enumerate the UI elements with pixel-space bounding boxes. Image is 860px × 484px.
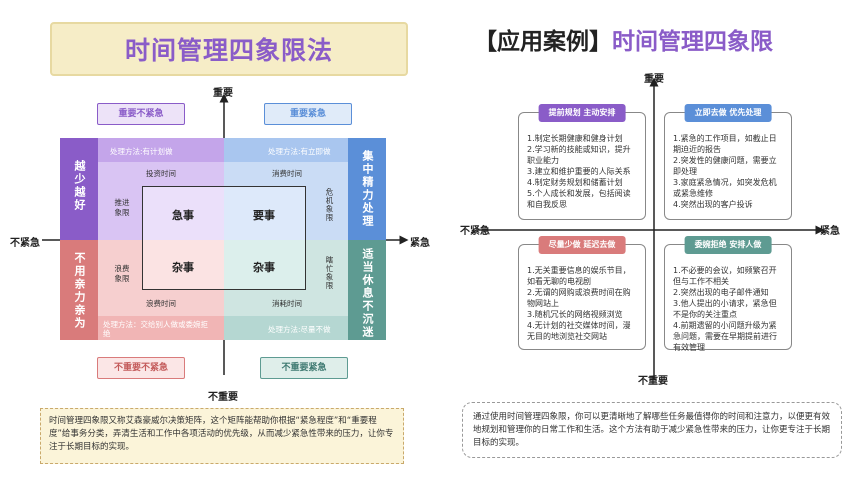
card-bl: 尽量少做 延迟去做 1.无关重要信息的娱乐节目，如看无聊的电视剧 2.无谓的网购… — [518, 236, 646, 350]
left-axis-right: 紧急 — [410, 238, 430, 249]
right-title: 【应用案例】时间管理四象限 — [474, 22, 854, 62]
method-bl: 处理方法：交给别人做或委婉拒绝 — [103, 320, 208, 338]
list-item: 2.学习新的技能或知识，提升职业能力 — [527, 145, 631, 165]
list-item: 3.随机冗长的网络视频浏览 — [527, 310, 623, 319]
side-text-tr: 集中精力处理 — [361, 150, 374, 228]
card-list-br: 1.不必要的会议，如频繁召开但与工作不相关 2.突然出现的电子邮件通知 3.他人… — [673, 265, 783, 353]
list-item: 5.个人成长和发展，包括阅读和自我反思 — [527, 189, 631, 209]
left-axis-bottom: 不重要 — [208, 392, 238, 403]
card-head-br: 委婉拒绝 安排人做 — [684, 236, 772, 254]
list-item: 4.制定财务规划和储蓄计划 — [527, 178, 623, 187]
list-item: 1.紧急的工作项目，如截止日期迫近的报告 — [673, 134, 777, 154]
ring-bottom-bl: 浪费时间 — [146, 299, 176, 308]
list-item: 1.不必要的会议，如频繁召开但与工作不相关 — [673, 266, 777, 286]
left-axis-top: 重要 — [213, 88, 233, 99]
core-tr — [224, 186, 306, 240]
right-axis-right: 紧急 — [820, 226, 840, 237]
ring-side-tl: 推进象限 — [114, 198, 130, 217]
left-axis-left: 不紧急 — [10, 238, 40, 249]
card-br: 委婉拒绝 安排人做 1.不必要的会议，如频繁召开但与工作不相关 2.突然出现的电… — [664, 236, 792, 353]
ring-bottom-br: 消耗时间 — [272, 299, 302, 308]
left-title: 时间管理四象限法 — [124, 36, 333, 65]
list-item: 4.前期遗留的小问题升级为紧急问题，需要在早期提前进行有效管理 — [673, 321, 777, 352]
list-item: 4.无计划的社交媒体时间，漫无目的地浏览社交网站 — [527, 321, 631, 341]
card-head-tr: 立即去做 优先处理 — [684, 104, 772, 122]
ring-side-tr: 危机象限 — [325, 188, 334, 222]
left-title-box: 时间管理四象限法 — [50, 22, 408, 76]
side-bar-tr — [348, 138, 386, 240]
tag-not-important-urgent: 不重要紧急 — [260, 357, 348, 379]
ring-top-tr: 消费时间 — [272, 169, 302, 178]
method-br: 处理方法:尽量不做 — [268, 325, 331, 334]
ring-side-br: 瞎忙象限 — [325, 256, 334, 290]
method-tl: 处理方法:有计划做 — [110, 147, 173, 156]
side-bar-tl — [60, 138, 98, 240]
card-head-tl: 提前规划 主动安排 — [538, 104, 626, 122]
core-label-bl: 杂事 — [172, 261, 194, 274]
core-tl — [142, 186, 224, 240]
right-title-prefix: 【应用案例】 — [474, 29, 612, 55]
left-note: 时间管理四象限又称艾森豪威尔决策矩阵，这个矩阵能帮助你根据“紧急程度”和“重要程… — [40, 408, 404, 464]
ring-top-tl: 投资时间 — [146, 169, 176, 178]
side-text-tl: 越少越好 — [73, 160, 86, 212]
right-axis-bottom: 不重要 — [638, 376, 668, 387]
side-bar-bl — [60, 240, 98, 340]
list-item: 1.无关重要信息的娱乐节目，如看无聊的电视剧 — [527, 266, 631, 286]
core-br — [224, 240, 306, 290]
core-label-br: 杂事 — [253, 261, 275, 274]
list-item: 4.突然出现的客户投诉 — [673, 200, 753, 209]
method-tr: 处理方法:有立即做 — [268, 147, 331, 156]
side-bar-br — [348, 240, 386, 340]
tag-important-urgent: 重要紧急 — [264, 103, 352, 125]
list-item: 1.制定长期健康和健身计划 — [527, 134, 623, 143]
card-head-bl: 尽量少做 延迟去做 — [538, 236, 626, 254]
card-tl: 提前规划 主动安排 1.制定长期健康和健身计划 2.学习新的技能或知识，提升职业… — [518, 104, 646, 220]
list-item: 3.家庭紧急情况，如突发危机或紧急维修 — [673, 178, 777, 198]
core-label-tr: 要事 — [253, 209, 275, 222]
list-item: 2.突发性的健康问题，需要立即处理 — [673, 156, 777, 176]
list-item: 3.他人提出的小请求，紧急但不是你的关注重点 — [673, 299, 777, 319]
card-tr: 立即去做 优先处理 1.紧急的工作项目，如截止日期迫近的报告 2.突发性的健康问… — [664, 104, 792, 220]
tag-not-important-not-urgent: 不重要不紧急 — [97, 357, 185, 379]
side-text-br: 适当休息不沉迷 — [361, 248, 374, 339]
side-text-bl: 不用亲力亲为 — [73, 252, 86, 330]
right-axis-top: 重要 — [644, 74, 664, 85]
right-note: 通过使用时间管理四象限，你可以更清晰地了解哪些任务最值得你的时间和注意力，以便更… — [462, 402, 842, 458]
list-item: 3.建立和维护重要的人际关系 — [527, 167, 631, 176]
card-list-bl: 1.无关重要信息的娱乐节目，如看无聊的电视剧 2.无谓的网购或浪费时间在购物网站… — [527, 265, 637, 342]
card-list-tl: 1.制定长期健康和健身计划 2.学习新的技能或知识，提升职业能力 3.建立和维护… — [527, 133, 637, 210]
right-title-main: 时间管理四象限 — [612, 29, 773, 55]
right-axis-left: 不紧急 — [460, 226, 490, 237]
list-item: 2.无谓的网购或浪费时间在购物网站上 — [527, 288, 631, 308]
tag-important-not-urgent: 重要不紧急 — [97, 103, 185, 125]
core-label-tl: 急事 — [172, 209, 194, 222]
core-bl — [142, 240, 224, 290]
ring-side-bl: 浪费象限 — [114, 264, 130, 283]
list-item: 2.突然出现的电子邮件通知 — [673, 288, 769, 297]
card-list-tr: 1.紧急的工作项目，如截止日期迫近的报告 2.突发性的健康问题，需要立即处理 3… — [673, 133, 783, 210]
